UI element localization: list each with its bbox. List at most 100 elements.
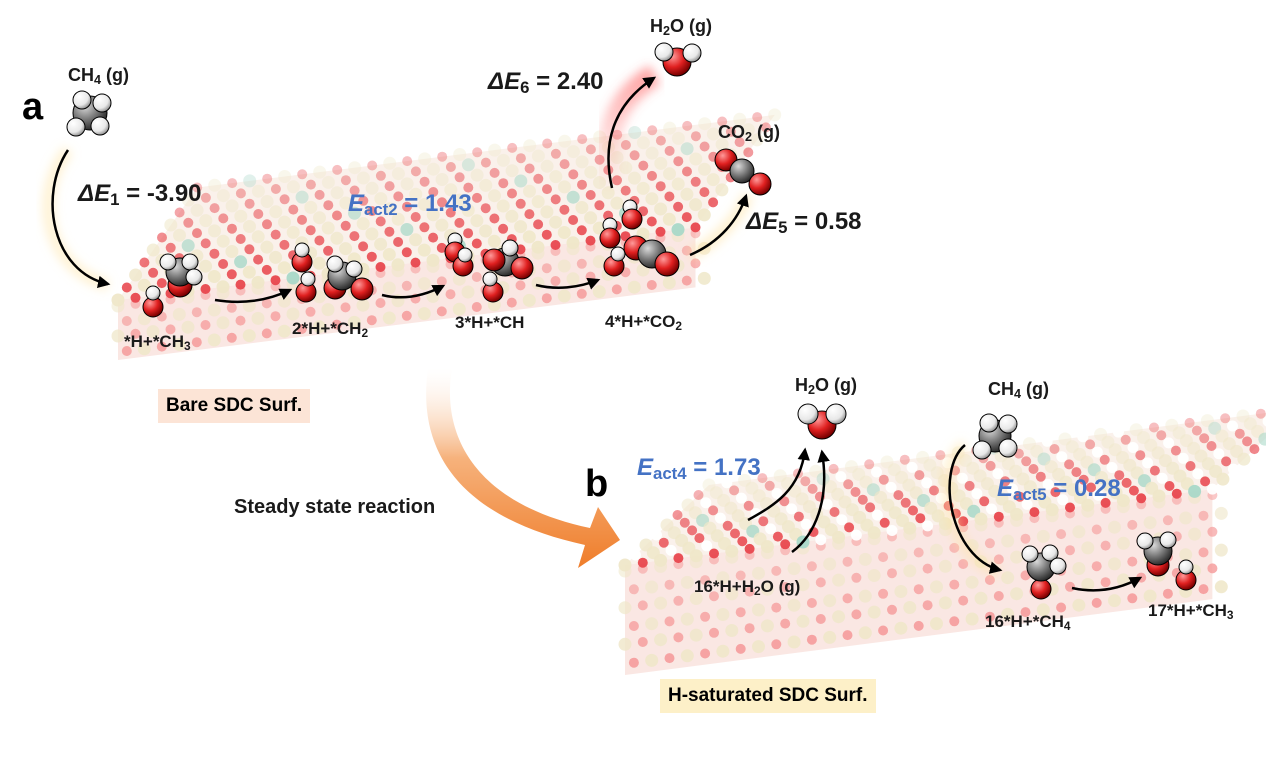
slab-atom bbox=[164, 218, 178, 232]
slab-atom bbox=[1078, 474, 1089, 485]
slab-atom bbox=[780, 582, 791, 592]
slab-atom bbox=[523, 139, 537, 153]
slab-atom bbox=[445, 162, 456, 172]
step-b-arrow bbox=[1071, 576, 1143, 592]
slab-atom bbox=[234, 209, 248, 223]
slab-atom bbox=[349, 231, 360, 242]
slab-atom bbox=[121, 346, 132, 356]
slab-atom bbox=[832, 610, 846, 624]
slab-atom bbox=[842, 630, 853, 641]
state-b-1: 16*H+H2O (g) bbox=[694, 578, 800, 597]
slab-atom bbox=[699, 187, 710, 198]
slab-atom bbox=[752, 566, 765, 580]
slab-atom bbox=[679, 517, 690, 528]
slab-atom bbox=[382, 281, 396, 295]
slab-atom bbox=[391, 212, 405, 226]
hydrogen-atom bbox=[159, 253, 177, 271]
slab-atom bbox=[576, 258, 587, 269]
slab-atom bbox=[1165, 418, 1179, 432]
hydrogen-atom bbox=[294, 242, 310, 258]
slab-atom bbox=[752, 112, 763, 123]
slab-atom bbox=[226, 332, 237, 343]
slab-atom bbox=[806, 634, 817, 645]
slab-atom bbox=[277, 324, 291, 338]
slab-atom bbox=[1149, 422, 1159, 433]
state-a-1: *H+*CH3 bbox=[124, 333, 191, 352]
slab-atom bbox=[1129, 423, 1143, 437]
hydrogen-atom bbox=[185, 268, 203, 286]
slab-atom bbox=[821, 498, 833, 510]
slab-atom bbox=[523, 184, 536, 198]
slab-atom bbox=[227, 223, 237, 234]
slab-atom bbox=[522, 293, 536, 307]
gas-h2o-sub: 2 bbox=[663, 24, 671, 39]
slab-atom bbox=[209, 248, 220, 259]
gas-h2o-b-sub: 2 bbox=[808, 383, 816, 398]
slab-atom bbox=[786, 503, 798, 515]
slab-atom bbox=[1200, 476, 1211, 487]
oxygen-atom bbox=[748, 172, 772, 196]
slab-atom bbox=[1010, 587, 1024, 601]
slab-atom bbox=[585, 271, 596, 282]
slab-atom bbox=[654, 596, 668, 610]
slab-atom bbox=[470, 168, 484, 182]
slab-atom bbox=[1072, 525, 1086, 539]
hydrogen-atom bbox=[998, 438, 1018, 458]
slab-atom bbox=[1001, 607, 1015, 621]
slab-atom bbox=[744, 623, 755, 634]
slab-atom bbox=[321, 221, 335, 235]
slab-atom bbox=[709, 548, 719, 559]
slab-atom bbox=[410, 166, 421, 177]
slab-atom bbox=[1086, 482, 1096, 493]
slab-atom bbox=[662, 276, 676, 290]
step3-arrow bbox=[535, 277, 601, 290]
slab-atom bbox=[330, 231, 344, 245]
slab-atom bbox=[730, 528, 740, 539]
slab-atom bbox=[651, 529, 662, 541]
slab-atom bbox=[374, 237, 388, 251]
slab-atom bbox=[1162, 588, 1173, 599]
slab-atom bbox=[428, 187, 439, 197]
slab-atom bbox=[1207, 526, 1218, 537]
slab-atom bbox=[645, 617, 659, 631]
slab-atom bbox=[645, 653, 659, 667]
slab-atom bbox=[1164, 481, 1175, 491]
slab-atom bbox=[417, 243, 431, 257]
slab-atom bbox=[935, 450, 946, 461]
slab-atom bbox=[1206, 483, 1218, 495]
hydrogen-atom bbox=[1136, 532, 1154, 550]
slab-atom bbox=[393, 237, 404, 247]
slab-atom bbox=[480, 157, 491, 168]
slab-atom bbox=[887, 568, 897, 579]
slab-atom bbox=[655, 226, 666, 237]
slab-atom bbox=[277, 294, 291, 308]
slab-atom bbox=[768, 108, 782, 122]
slab-atom bbox=[172, 307, 186, 321]
slab-atom bbox=[514, 174, 528, 188]
slab-atom bbox=[673, 201, 684, 212]
slab-atom bbox=[906, 461, 918, 473]
slab-atom bbox=[305, 225, 316, 236]
slab-atom bbox=[738, 473, 752, 487]
slab-atom bbox=[1216, 472, 1230, 486]
slab-atom bbox=[531, 240, 545, 254]
slab-atom bbox=[506, 297, 517, 308]
slab-atom bbox=[1042, 478, 1054, 490]
slab-atom bbox=[216, 316, 230, 330]
slab-atom bbox=[550, 194, 561, 205]
slab-atom bbox=[384, 181, 395, 192]
slab-atom bbox=[489, 213, 500, 224]
slab-atom bbox=[672, 510, 683, 520]
slab-atom bbox=[664, 145, 675, 156]
slab-atom bbox=[129, 268, 143, 282]
slab-atom bbox=[772, 531, 783, 542]
state-a-4-sub: 2 bbox=[675, 318, 683, 333]
slab-atom bbox=[665, 544, 677, 556]
slab-atom bbox=[498, 223, 509, 234]
slab-atom bbox=[611, 284, 622, 295]
gas-ch4-b-main: CH bbox=[988, 379, 1014, 399]
slab-atom bbox=[297, 214, 307, 225]
slab-atom bbox=[270, 275, 281, 286]
slab-atom bbox=[690, 258, 701, 269]
slab-atom bbox=[278, 170, 292, 183]
